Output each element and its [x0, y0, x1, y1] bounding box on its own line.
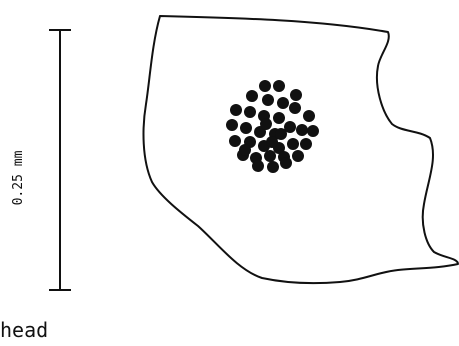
dot-cluster: [226, 80, 319, 173]
cluster-dot: [273, 112, 285, 124]
scale-bar-label: 0.25 mm: [11, 150, 26, 205]
cluster-dot: [260, 118, 272, 130]
cluster-dot: [275, 128, 287, 140]
cluster-dot: [262, 94, 274, 106]
scale-bar: [49, 30, 71, 290]
cluster-dot: [246, 90, 258, 102]
cluster-dot: [296, 124, 308, 136]
cluster-dot: [273, 80, 285, 92]
cluster-dot: [252, 160, 264, 172]
cluster-dot: [244, 106, 256, 118]
cluster-dot: [266, 136, 278, 148]
cluster-dot: [303, 110, 315, 122]
cluster-dot: [307, 125, 319, 137]
cluster-dot: [230, 104, 242, 116]
cluster-dot: [300, 138, 312, 150]
cluster-dot: [277, 97, 289, 109]
cluster-dot: [229, 135, 241, 147]
cluster-dot: [292, 150, 304, 162]
cluster-dot: [240, 122, 252, 134]
cluster-dot: [287, 138, 299, 150]
cluster-dot: [290, 89, 302, 101]
cluster-dot: [226, 119, 238, 131]
cluster-dot: [264, 150, 276, 162]
section-outline: [144, 16, 458, 283]
cluster-dot: [259, 80, 271, 92]
cluster-dot: [289, 102, 301, 114]
caption-label: head: [0, 318, 48, 342]
cluster-dot: [267, 161, 279, 173]
cluster-dot: [239, 144, 251, 156]
cluster-dot: [280, 157, 292, 169]
